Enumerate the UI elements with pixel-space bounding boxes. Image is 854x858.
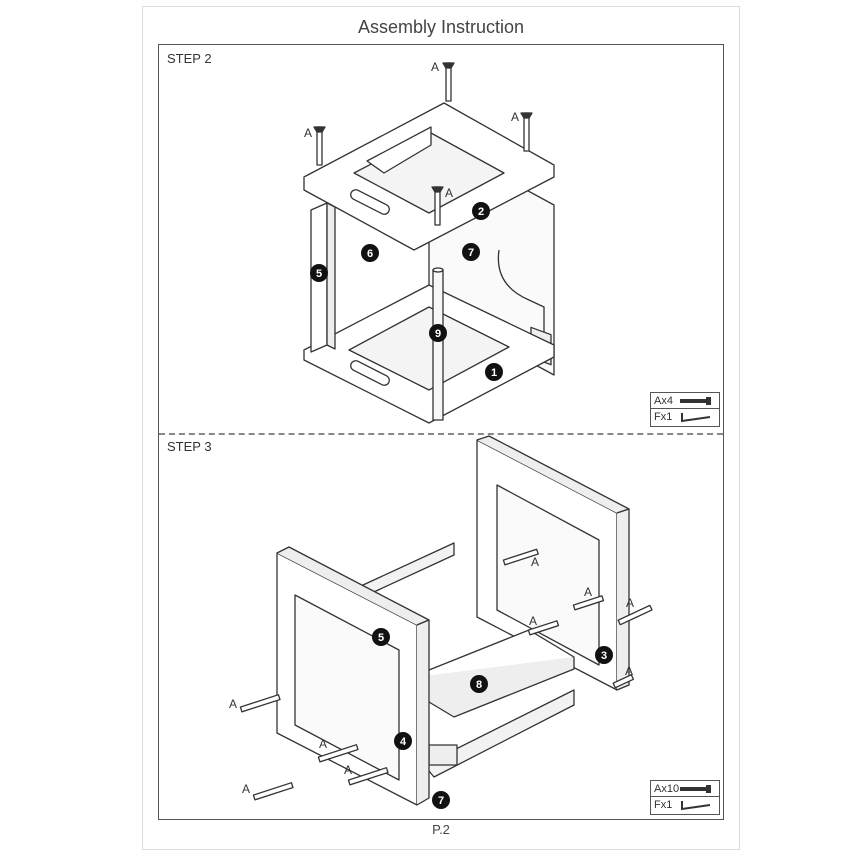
- screw-label: A: [584, 585, 592, 599]
- screw-label: A: [625, 664, 633, 678]
- screw-icon: [442, 62, 455, 102]
- screw-icon: [431, 186, 444, 226]
- svg-text:7: 7: [468, 247, 474, 259]
- part-badge: 4: [394, 732, 412, 750]
- screw-label: A: [344, 763, 352, 777]
- steps-frame: STEP 2 STEP 3: [158, 44, 724, 820]
- screw-icon: [680, 784, 711, 793]
- page-title: Assembly Instruction: [357, 17, 525, 37]
- svg-text:5: 5: [378, 632, 384, 644]
- screw-icon: [347, 767, 389, 786]
- part-badge: 7: [432, 791, 450, 809]
- screw-label: A: [431, 60, 439, 74]
- screw-icon: [527, 620, 560, 636]
- step-3-label: STEP 3: [167, 439, 212, 454]
- svg-text:9: 9: [435, 328, 441, 340]
- screw-icon: [317, 744, 359, 763]
- screw-icon: [612, 674, 635, 689]
- allen-key-icon: [681, 413, 711, 423]
- svg-text:7: 7: [438, 795, 444, 807]
- screw-icon: [520, 112, 533, 152]
- hardware-row: Fx1: [651, 409, 719, 425]
- screw-label: A: [445, 186, 453, 200]
- page-number: P.2: [432, 822, 450, 837]
- step-divider: [159, 433, 723, 435]
- part-badge: 5: [372, 628, 390, 646]
- svg-text:8: 8: [476, 679, 482, 691]
- part-badge: 7: [462, 243, 480, 261]
- instruction-sheet: Assembly Instruction STEP 2 STEP 3: [142, 6, 740, 850]
- part-badge: 3: [595, 646, 613, 664]
- screw-label: A: [304, 126, 312, 140]
- part-badge: 9: [429, 324, 447, 342]
- screw-label: A: [531, 555, 539, 569]
- step-2-diagram: A A A A 1 2 5 6 7 9: [303, 60, 555, 424]
- screw-icon: [572, 595, 605, 611]
- screw-label: A: [529, 614, 537, 628]
- screw-icon: [680, 396, 711, 405]
- screw-icon: [502, 548, 539, 566]
- step-2-label: STEP 2: [167, 51, 212, 66]
- part-badge: 1: [485, 363, 503, 381]
- svg-text:2: 2: [478, 206, 484, 218]
- screw-label: A: [229, 697, 237, 711]
- part-badge: 6: [361, 244, 379, 262]
- step-3-hardware-box: Ax10 Fx1: [650, 780, 720, 815]
- part-badge: 8: [470, 675, 488, 693]
- screw-label: A: [319, 737, 327, 751]
- screw-icon: [252, 782, 294, 801]
- screw-label: A: [511, 110, 519, 124]
- screw-icon: [239, 694, 281, 713]
- screw-label: A: [626, 596, 634, 610]
- svg-text:1: 1: [491, 367, 497, 379]
- step-2-hardware-box: Ax4 Fx1: [650, 392, 720, 427]
- screw-label: A: [242, 782, 250, 796]
- svg-text:5: 5: [316, 268, 322, 280]
- allen-key-icon: [681, 801, 711, 811]
- screw-icon: [617, 604, 653, 626]
- svg-text:3: 3: [601, 650, 607, 662]
- hardware-row: Ax4: [651, 393, 719, 409]
- svg-text:4: 4: [400, 736, 407, 748]
- part-badge: 2: [472, 202, 490, 220]
- screw-icon: [313, 126, 326, 166]
- svg-text:6: 6: [367, 248, 373, 260]
- part-badge: 5: [310, 264, 328, 282]
- hardware-row: Fx1: [651, 797, 719, 813]
- hardware-row: Ax10: [651, 781, 719, 797]
- step-3-diagram: A A A A A A A A A A 3 4 5 7 8: [229, 435, 653, 809]
